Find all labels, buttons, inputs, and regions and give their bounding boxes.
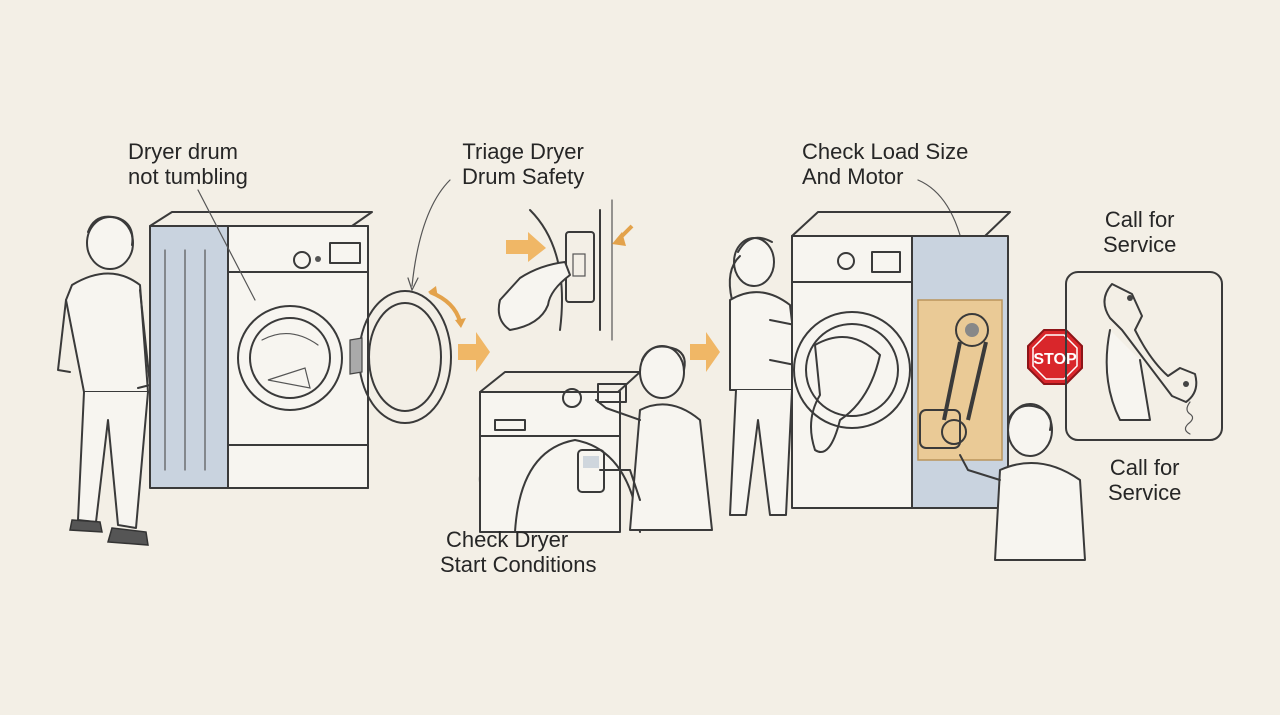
label-call-for-service-top: Call for Service — [1103, 207, 1177, 257]
phone-panel — [1065, 271, 1223, 441]
label-call-for-service-bottom: Call for Service — [1108, 455, 1182, 505]
dryer-1 — [149, 211, 466, 489]
label-triage-dryer-drum-safety: Triage Dryer Drum Safety — [462, 139, 585, 189]
label-dryer-drum-not-tumbling: Dryer drum not tumbling — [128, 139, 248, 189]
flow-arrow-icon — [690, 332, 720, 372]
scene-dryer-not-tumbling — [57, 211, 466, 546]
scene-door-switch — [497, 199, 634, 341]
label-check-dryer-start-conditions: Check Dryer Start Conditions — [440, 527, 597, 577]
label-check-load-size-motor: Check Load Size And Motor — [802, 139, 969, 189]
flow-arrow-icon — [458, 332, 490, 372]
phone-handset-icon — [1103, 283, 1198, 435]
scene-check-start — [479, 345, 713, 533]
stop-sign-label: STOP — [1033, 351, 1077, 368]
scene-check-load-motor — [728, 211, 1086, 561]
person-standing — [57, 215, 151, 546]
